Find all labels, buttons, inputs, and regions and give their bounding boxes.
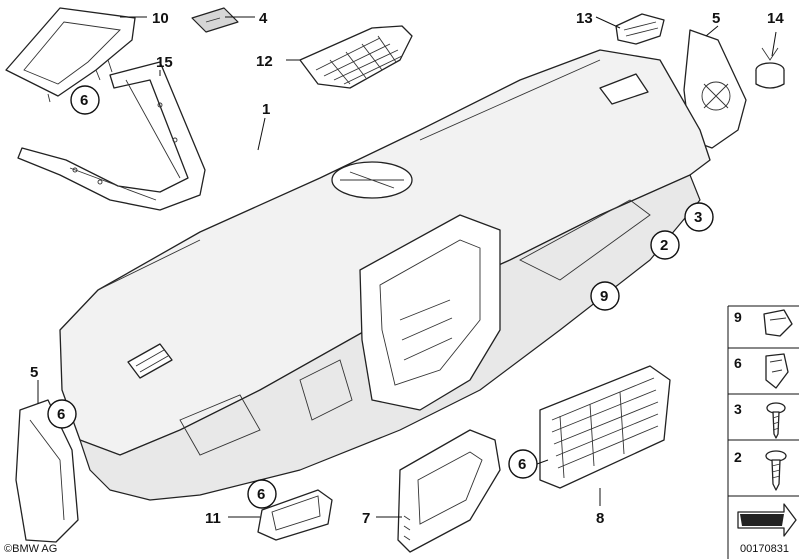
callout-6-c: 6 [257,486,265,503]
circled-callouts: 6 3 2 9 6 6 6 [47,85,714,509]
callout-13: 13 [576,10,593,27]
callout-15: 15 [156,54,173,71]
callout-14: 14 [767,10,784,27]
legend-item-screw[interactable]: 3 [734,401,786,439]
callout-labels: 10 4 12 13 5 14 15 1 5 11 7 8 [30,10,784,527]
callout-2: 2 [660,237,668,254]
part-4-pad[interactable] [191,7,239,33]
callout-5-left: 5 [30,364,38,381]
callout-5-top: 5 [712,10,720,27]
legend-label-3: 3 [734,401,742,417]
part-13-vent[interactable] [615,13,665,45]
legend-label-2: 2 [734,449,742,465]
legend-label-9: 9 [734,309,742,325]
callout-6-b: 6 [57,406,65,423]
part-7-bezel[interactable] [397,429,501,553]
callout-12: 12 [256,53,273,70]
part-5-end-trim-right[interactable] [683,29,747,149]
leader-lines [37,16,777,518]
callout-8: 8 [596,510,604,527]
callout-3: 3 [694,209,702,226]
nut-clip-icon [763,309,793,337]
part-15-bracket[interactable] [17,61,206,211]
legend-label-6: 6 [734,355,742,371]
callout-10: 10 [152,10,169,27]
flange-screw-shank-icon [771,459,781,491]
legend-arrow [737,503,797,537]
part-1-dashboard[interactable] [59,49,711,501]
copyright-text: ©BMW AG [4,543,57,555]
callout-9: 9 [600,288,608,305]
screw-shank-icon [772,411,780,439]
callout-1: 1 [262,101,270,118]
part-12-grille[interactable] [299,25,413,89]
callout-7: 7 [362,510,370,527]
part-14-clip[interactable] [755,47,785,89]
legend-panel: 9 6 3 2 [727,305,799,559]
callout-6-a: 6 [80,92,88,109]
legend-item-nut-clip[interactable]: 9 [734,309,793,337]
callout-4: 4 [259,10,268,27]
diagram-number: 00170831 [740,543,789,555]
legend-item-screw-flange[interactable]: 2 [734,449,787,491]
part-8-vent-grille[interactable] [539,365,671,489]
callout-6-d: 6 [518,456,526,473]
part-10-trim-frame[interactable] [5,7,136,103]
callout-11: 11 [205,510,221,527]
legend-item-spring-clip[interactable]: 6 [734,353,789,389]
part-11-bracket[interactable] [257,489,333,541]
